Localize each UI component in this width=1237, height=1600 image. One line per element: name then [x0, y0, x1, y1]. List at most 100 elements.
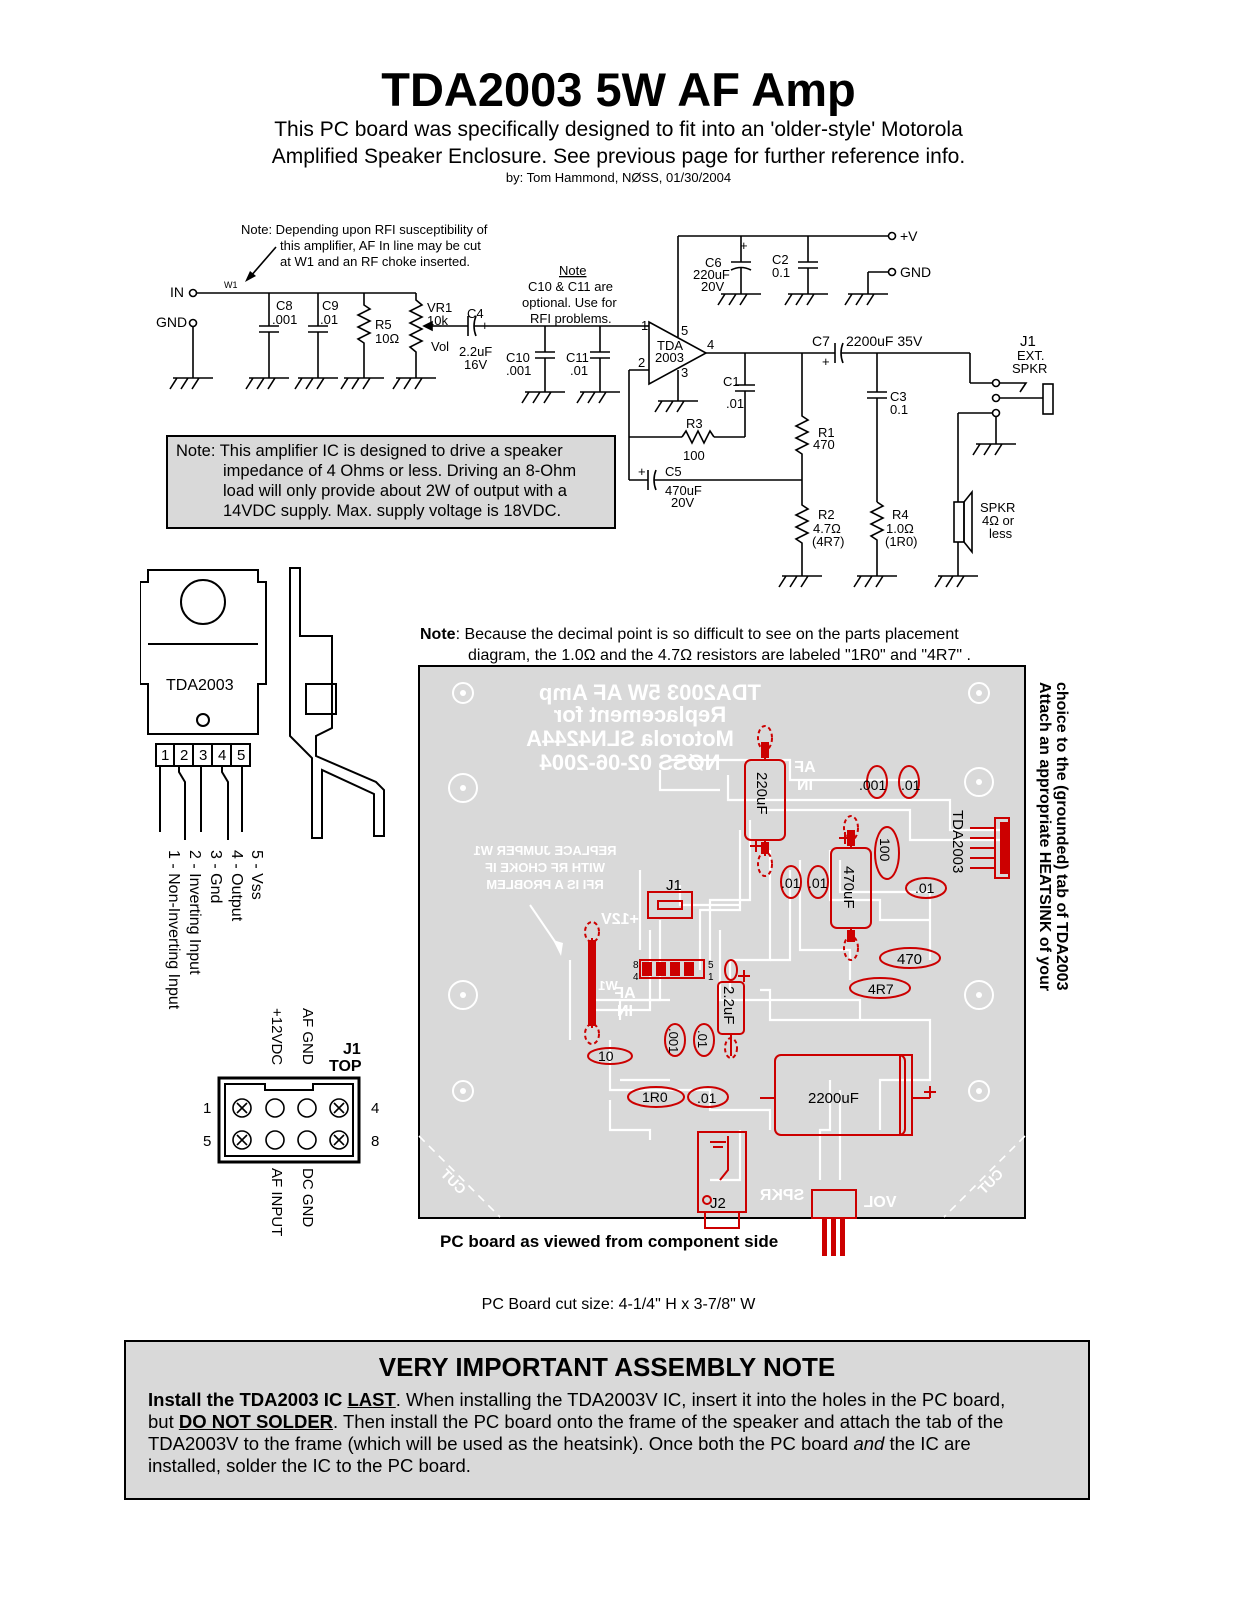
j1-pin-4: 4: [371, 1100, 379, 1117]
pcb-j2-label: J2: [710, 1195, 726, 1212]
pcb-mirror-text-3: Motorola SLN4244A: [526, 726, 734, 751]
c4-name: C4: [467, 306, 484, 321]
c6-voltage: 20V: [701, 279, 724, 294]
pkg-pin-3: 3: [199, 747, 207, 764]
ground-symbol: [853, 575, 897, 588]
decimal-note-line-2: diagram, the 1.0Ω and the 4.7Ω resistors…: [468, 647, 971, 664]
ground-symbol: [784, 293, 828, 306]
pcb-in-top-label: IN: [797, 777, 813, 794]
asm-p3-em: and: [853, 1433, 885, 1454]
j1-title: J1: [343, 1041, 361, 1058]
r2-code: (4R7): [812, 534, 845, 549]
pcb-tda-label: TDA2003: [949, 810, 966, 873]
ic-pin-2: 2: [638, 355, 645, 370]
r4-value: 1.0Ω: [886, 521, 914, 536]
ground-symbol: [340, 377, 384, 390]
pcb-jumper-note-1: REPLACE JUMPER W1: [473, 843, 616, 858]
pcb-r10: 10: [598, 1048, 614, 1064]
ground-symbol: [844, 293, 888, 306]
spkr-less: less: [989, 526, 1013, 541]
pcb-layout: TDA2003 5W AF Amp Replacement for Motoro…: [418, 665, 1070, 1256]
c5-voltage: 20V: [671, 495, 694, 510]
asm-p2-rest: . Then install the PC board onto the fra…: [333, 1411, 1004, 1432]
c6-name: C6: [705, 255, 722, 270]
gnd-out-label: GND: [900, 264, 931, 280]
j1-pin-5: 5: [203, 1133, 211, 1150]
impedance-note-line-3: load will only provide about 2W of outpu…: [223, 482, 567, 500]
c11-name: C11: [566, 350, 589, 365]
pcb-pin5: 5: [708, 960, 714, 971]
asm-p2-pre: but: [148, 1411, 179, 1432]
pin-func-5: 5 - Vss: [248, 850, 265, 900]
j1-top-label-1: +12VDC: [268, 1008, 285, 1065]
c5-name: C5: [665, 464, 682, 479]
ic-pin-3: 3: [681, 365, 688, 380]
vr1-name: VR1: [427, 300, 452, 315]
asm-p1-bold: Install the TDA2003 IC: [148, 1389, 348, 1410]
c10-name: C10: [506, 350, 530, 365]
c8-name: C8: [276, 298, 293, 313]
r4-code: (1R0): [885, 534, 918, 549]
pkg-pin-4: 4: [218, 747, 226, 764]
c2-value: 0.1: [772, 265, 790, 280]
opt-note-3: RFI problems.: [530, 311, 612, 326]
pcb-c01-b: .01: [695, 1030, 710, 1048]
pcb-c001-b: .001: [666, 1028, 681, 1053]
pcb-cut-size: PC Board cut size: 4-1/4" H x 3-7/8" W: [481, 1296, 756, 1313]
c4-plus: +: [481, 318, 489, 333]
c3-value: 0.1: [890, 402, 908, 417]
opt-note-title: Note: [559, 263, 586, 278]
j1-pin-8: 8: [371, 1133, 379, 1150]
ground-symbol: [576, 391, 620, 404]
rfi-note-3: at W1 and an RF choke inserted.: [280, 254, 470, 269]
decimal-note-line-1: : Because the decimal point is so diffic…: [455, 626, 959, 643]
pcb-jumper-note-3: RFI IS A PROBLEM: [486, 877, 603, 892]
j1-top-label-2: AF GND: [299, 1008, 316, 1065]
ic-pin-4: 4: [707, 337, 714, 352]
pcb-j1-label: J1: [666, 877, 682, 894]
pcb-c01-c: .01: [781, 875, 801, 891]
pcb-jumper-note-2: WITH RF CHOKE IF: [485, 860, 605, 875]
c8-value: .001: [272, 312, 297, 327]
ground-symbol: [392, 377, 436, 390]
pcb-r1r0: 1R0: [642, 1089, 668, 1105]
pcb-12v-label: +12V: [601, 911, 639, 928]
vr1-value: 10k: [427, 313, 448, 328]
c3-name: C3: [890, 389, 907, 404]
rfi-note-1: Note: Depending upon RFI susceptibility …: [241, 222, 488, 237]
pcb-pin1: 1: [708, 972, 714, 983]
page-title: TDA2003 5W AF Amp: [381, 63, 856, 116]
pcb-af-label: AF: [614, 985, 636, 1002]
pcb-c470: 470uF: [840, 866, 857, 909]
connector-j1-drawing: +12VDC AF GND AF INPUT DC GND J1 TOP 1 4…: [203, 1008, 379, 1236]
decimal-point-note: Note: Because the decimal point is so di…: [420, 624, 1060, 666]
j1-bottom-label-2: DC GND: [299, 1168, 316, 1227]
ground-symbol: [717, 293, 761, 306]
plus-v-label: +V: [900, 228, 918, 244]
c4-value: 2.2uF: [459, 344, 492, 359]
heatsink-note-2: choice to the (grounded) tab of TDA2003: [1053, 682, 1070, 991]
rfi-note-2: this amplifier, AF In line may be cut: [280, 238, 481, 253]
pcb-af-top-label: AF: [794, 759, 816, 776]
pcb-pin8: 8: [633, 960, 639, 971]
j1-ext: EXT.: [1017, 348, 1044, 363]
j1-pin-1: 1: [203, 1100, 211, 1117]
ic-pin-5: 5: [681, 323, 688, 338]
gnd-in-label: GND: [156, 314, 187, 330]
subtitle-line-1: This PC board was specifically designed …: [274, 118, 963, 141]
ic-pin-1: 1: [641, 318, 648, 333]
asm-p4: installed, solder the IC to the PC board…: [148, 1455, 471, 1476]
impedance-note-line-2: impedance of 4 Ohms or less. Driving an …: [223, 462, 577, 480]
pcb-r100: 100: [877, 838, 893, 862]
pcb-r470: 470: [897, 951, 922, 968]
c6-value: 220uF: [693, 267, 730, 282]
heatsink-note-1: Attach an appropriate HEATSINK of your: [1036, 682, 1053, 991]
pcb-c001-a: .001: [859, 777, 886, 793]
r2-value: 4.7Ω: [813, 521, 841, 536]
pcb-pin4: 4: [633, 972, 639, 983]
r2-name: R2: [818, 507, 835, 522]
pkg-pin-5: 5: [237, 747, 245, 764]
c2-name: C2: [772, 252, 789, 267]
asm-p3: TDA2003V to the frame (which will be use…: [148, 1433, 854, 1454]
pcb-mirror-text-4: NØSS 02-06-2004: [539, 750, 721, 775]
